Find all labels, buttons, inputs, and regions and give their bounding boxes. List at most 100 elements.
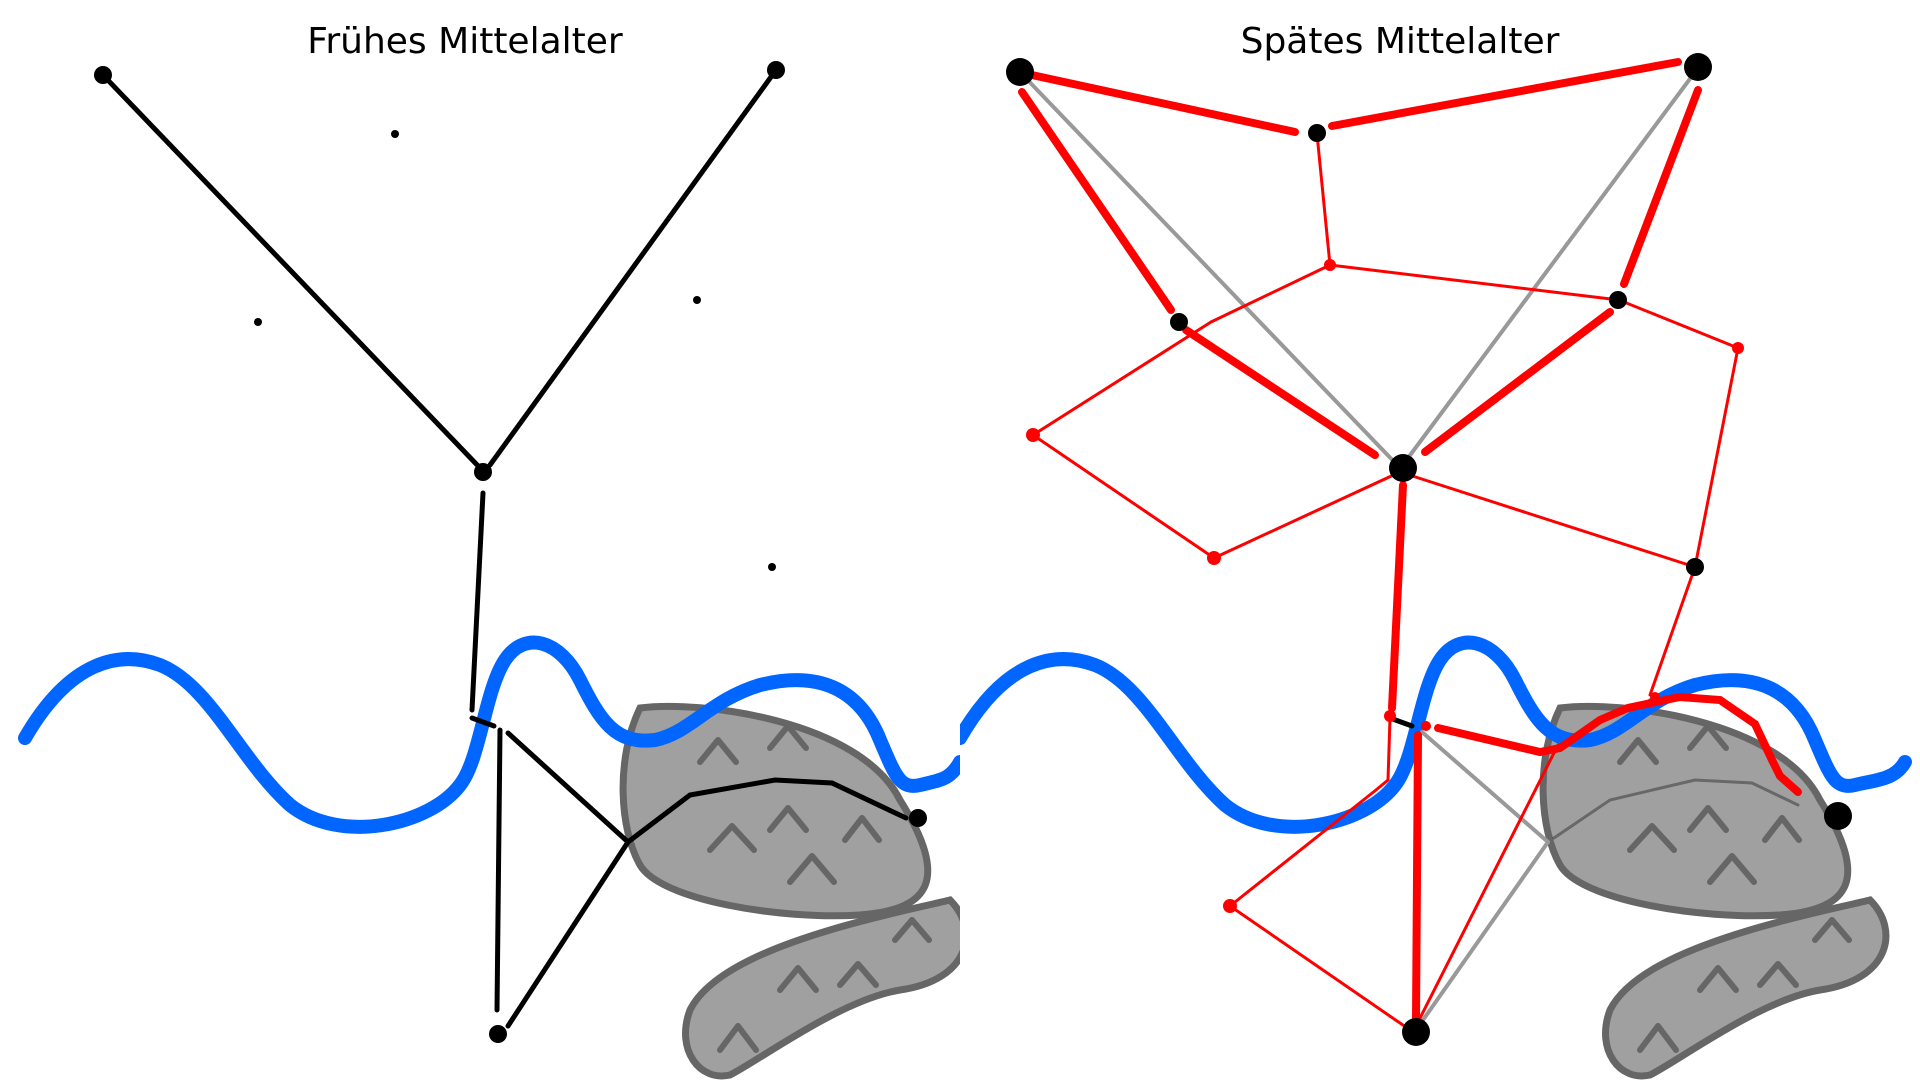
grown-settlements: [1006, 53, 1852, 1046]
settlement-northeast: [767, 61, 785, 79]
town-northwest: [1006, 58, 1034, 86]
settlement-east: [1609, 291, 1627, 309]
settlement-east: [909, 809, 927, 827]
major-road-east-to-center: [1421, 308, 1614, 456]
settlement-west: [1170, 313, 1188, 331]
caret-peak-icon: [1687, 805, 1729, 833]
caret-peak-icon: [717, 1023, 759, 1053]
mountain-lower: [682, 896, 960, 1080]
settlement-center: [474, 463, 492, 481]
new-settlement: [1207, 551, 1221, 565]
minor-road: [1315, 132, 1332, 267]
minor-road: [1031, 320, 1213, 437]
settlement-southeast: [1686, 558, 1704, 576]
early-middle-ages-map: [18, 61, 960, 1080]
hamlet-1: [391, 130, 399, 138]
caret-peak-icon: [892, 917, 932, 943]
new-settlement: [1223, 899, 1237, 913]
caret-peak-icon: [1757, 961, 1799, 988]
major-road-west-to-center: [1182, 326, 1379, 459]
caret-peak-icon: [1617, 737, 1659, 765]
major-road-nw-to-mid: [1014, 68, 1299, 136]
river: [18, 635, 960, 834]
major-road-mid-to-ne: [1328, 58, 1682, 130]
new-settlement: [1650, 692, 1660, 702]
obsolete-roads: [1016, 66, 1700, 1032]
caret-peak-icon: [787, 853, 837, 885]
caret-peak-icon: [1812, 917, 1852, 943]
minor-road: [1228, 716, 1392, 908]
town-center: [1389, 454, 1417, 482]
late-middle-ages-map: [960, 53, 1912, 1080]
minor-road: [1209, 263, 1332, 324]
new-settlement: [1421, 721, 1431, 731]
old-road-ne-to-center: [1403, 66, 1700, 464]
caret-peak-icon: [777, 965, 819, 993]
mountain-range: [619, 702, 960, 1080]
caret-peak-icon: [842, 815, 882, 843]
town-east: [1824, 802, 1852, 830]
hamlet-3: [693, 296, 701, 304]
road-crossing-to-junction: [505, 730, 631, 845]
river: [960, 635, 1912, 834]
caret-peak-icon: [1697, 965, 1739, 993]
panel-title-early: Frühes Mittelalter: [307, 21, 623, 62]
pass-road: [1552, 778, 1800, 840]
settlement-mid-north: [1308, 124, 1326, 142]
mountain-peaks: [1617, 723, 1852, 1053]
minor-road: [1228, 904, 1415, 1034]
minor-roads: [1031, 132, 1740, 1034]
road-junction-to-south: [505, 839, 631, 1029]
road-mountain-pass: [625, 777, 909, 845]
road-crossing-south: [494, 727, 503, 1013]
old-road-nw-to-center: [1016, 68, 1402, 470]
new-settlement: [1384, 710, 1396, 722]
minor-road: [1328, 263, 1621, 302]
caret-peak-icon: [1687, 723, 1729, 751]
caret-peak-icon: [767, 723, 809, 751]
caret-peak-icon: [697, 737, 739, 765]
caret-peak-icon: [1707, 853, 1757, 885]
town-northeast: [1684, 53, 1712, 81]
hamlet-4: [768, 563, 776, 571]
minor-road: [1398, 470, 1697, 569]
panel-title-late: Spätes Mittelalter: [1240, 21, 1560, 62]
hamlet-2: [254, 318, 262, 326]
mountain-peaks: [697, 723, 932, 1053]
town-south: [1402, 1018, 1430, 1046]
caret-peak-icon: [707, 823, 757, 853]
minor-road: [1031, 433, 1216, 560]
caret-peak-icon: [837, 961, 879, 988]
road-nw-to-center: [100, 72, 485, 473]
mountain-range: [1539, 702, 1890, 1080]
road-ne-to-center: [487, 67, 779, 468]
major-road-nw-to-west: [1018, 88, 1175, 314]
settlement-south: [489, 1025, 507, 1043]
major-road-center-south: [1388, 481, 1407, 712]
minor-road: [1212, 470, 1402, 560]
minor-road: [1617, 298, 1740, 350]
caret-peak-icon: [1627, 823, 1677, 853]
early-settlements: [94, 61, 927, 1043]
settlement-northwest: [94, 66, 112, 84]
new-settlement: [1732, 342, 1744, 354]
caret-peak-icon: [1637, 1023, 1679, 1053]
road-river-crossing: [469, 715, 497, 729]
minor-road: [1648, 565, 1697, 697]
new-settlement: [1324, 259, 1336, 271]
caret-peak-icon: [1762, 815, 1802, 843]
major-road-riverside: [1434, 692, 1802, 796]
old-road-junction-to-south: [1414, 840, 1550, 1032]
new-settlements: [1026, 259, 1744, 913]
minor-road: [1411, 743, 1560, 1034]
road-center-to-crossing: [469, 490, 486, 713]
major-road-crossing-south: [1412, 731, 1422, 1022]
minor-road: [1693, 346, 1740, 569]
mountain-lower: [1602, 896, 1890, 1080]
major-road-ne-to-east: [1620, 86, 1702, 288]
early-roads: [100, 67, 909, 1029]
new-settlement: [1026, 428, 1040, 442]
caret-peak-icon: [767, 805, 809, 833]
major-roads: [1014, 58, 1802, 1022]
